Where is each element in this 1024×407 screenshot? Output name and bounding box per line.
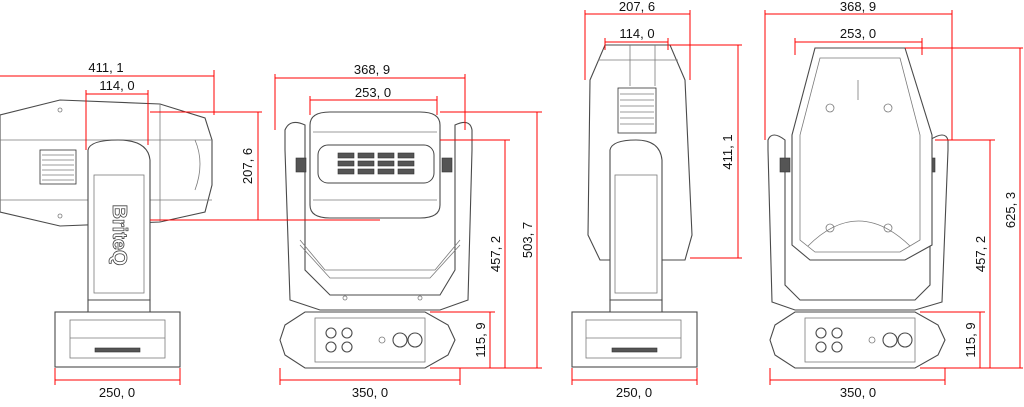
- dim-front1-head-height: 207, 6: [240, 148, 255, 184]
- dim-front2-base-height: 115, 9: [963, 322, 978, 357]
- vent-grille: [39, 149, 77, 185]
- base-front: [279, 311, 456, 369]
- dim-front1-width: 368, 9: [354, 62, 390, 77]
- dim-side2-base: 250, 0: [616, 385, 652, 400]
- side-view-vertical: 207, 6 114, 0 411, 1 250, 0: [571, 0, 742, 400]
- yoke-arm-2: [609, 139, 663, 301]
- dim-side2-length: 411, 1: [720, 134, 735, 169]
- dim-side1-depth: 411, 1: [88, 60, 123, 75]
- dim-front1-base-height: 115, 9: [473, 322, 488, 357]
- front-view-horizontal: 368, 9 253, 0 207, 6 457, 2 503, 7 115, …: [150, 62, 542, 400]
- dim-side2-arm: 114, 0: [619, 26, 654, 41]
- yoke-arm: [87, 139, 151, 301]
- dim-front2-width: 368, 9: [840, 0, 876, 14]
- dim-front2-total-height: 625, 3: [1003, 192, 1018, 228]
- dim-front2-yoke-height: 457, 2: [973, 236, 988, 272]
- dim-front1-yoke-height: 457, 2: [488, 236, 503, 272]
- head-front-vertical: [791, 47, 933, 261]
- dim-front2-head: 253, 0: [840, 26, 876, 41]
- lens-array: [317, 144, 435, 184]
- dim-side1-arm: 114, 0: [99, 78, 134, 93]
- side-view-horizontal: BriteQ 411, 1 114, 0 250, 0: [0, 60, 215, 400]
- dim-front1-base-width: 350, 0: [352, 385, 388, 400]
- brand-logo: BriteQ: [108, 204, 130, 265]
- dim-front1-head: 253, 0: [355, 85, 391, 100]
- front-view-vertical: 368, 9 253, 0 457, 2 625, 3 115, 9 350, …: [764, 0, 1023, 400]
- dim-front1-total-height: 503, 7: [520, 222, 535, 258]
- vent-grille-2: [617, 87, 657, 134]
- dim-front2-base-width: 350, 0: [840, 385, 876, 400]
- yoke: [284, 121, 473, 311]
- dim-side2-depth: 207, 6: [619, 0, 655, 14]
- base-front-2: [769, 311, 946, 369]
- dim-side1-base: 250, 0: [99, 385, 135, 400]
